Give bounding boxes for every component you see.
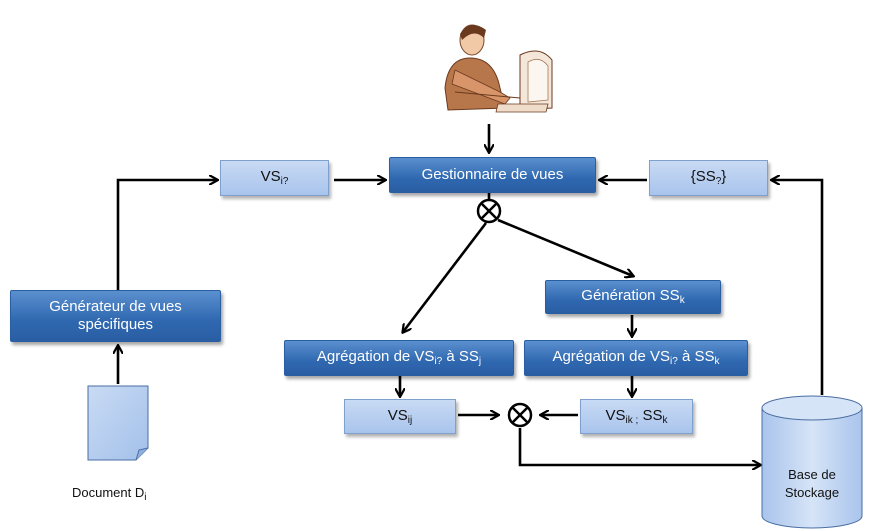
vsij-label: VSij (387, 406, 413, 426)
vsik-box: VSik ; SSk (580, 399, 693, 434)
agregation-j-label: Agrégation de VSi? à SSj (316, 348, 482, 367)
ss-set-label: {SS?} (690, 168, 727, 187)
database-cylinder-icon (761, 395, 863, 529)
generation-ssk-label: Génération SSk (581, 287, 685, 306)
arrow-op-to-generation (497, 218, 633, 276)
arrow-storage-to-ss (772, 180, 824, 395)
generator-box: Générateur de vues spécifiques (10, 290, 221, 342)
document-icon (87, 385, 149, 461)
arrow-op-to-agregation-j (403, 222, 488, 332)
ss-set-box: {SS?} (649, 160, 768, 196)
merge-operator-icon (476, 198, 502, 224)
agregation-k-box: Agrégation de VSi? à SSk (524, 340, 748, 376)
connectors (116, 124, 824, 465)
arrow-generator-to-vs (116, 180, 217, 290)
storage-label-line2: Stockage (784, 484, 840, 500)
user-at-computer-icon (444, 24, 553, 113)
generator-label: Générateur de vues spécifiques (49, 298, 182, 333)
manager-label: Gestionnaire de vues (421, 166, 564, 183)
generation-ssk-box: Génération SSk (545, 280, 721, 314)
vsij-box: VSij (344, 399, 456, 434)
vs-input-label: VSi? (260, 168, 289, 187)
vsik-label: VSik ; SSk (605, 406, 668, 426)
agregation-k-label: Agrégation de VSi? à SSk (552, 348, 720, 367)
vs-input-box: VSi? (220, 160, 329, 196)
storage-label-line1: Base de (788, 467, 836, 482)
agregation-j-box: Agrégation de VSi? à SSj (284, 340, 514, 376)
merge-operator-icon (507, 402, 533, 428)
storage-label: Base de Stockage (772, 466, 852, 501)
arrow-op-to-storage (518, 428, 760, 465)
manager-box: Gestionnaire de vues (389, 157, 596, 193)
document-label: Document Di (72, 485, 147, 503)
